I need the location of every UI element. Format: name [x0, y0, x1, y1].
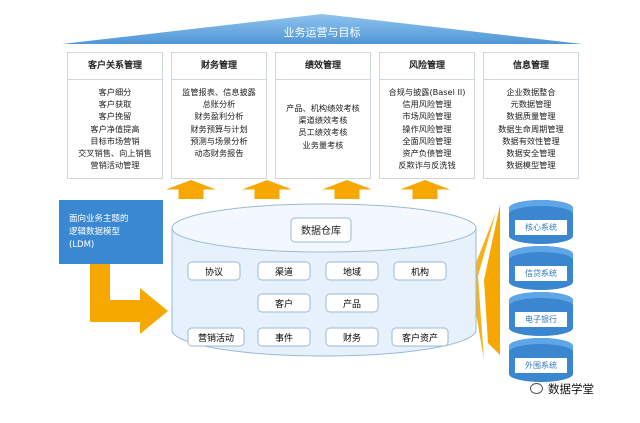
- source-system-label: 核心系统: [515, 220, 567, 235]
- warehouse-title-box: [290, 217, 352, 243]
- domain-title: 客户关系管理: [68, 53, 162, 80]
- up-arrow-icon: [400, 180, 450, 199]
- domain-item: 资产负债管理: [402, 148, 452, 159]
- domain-item: 交叉销售、向上销售: [78, 148, 152, 159]
- domain-item: 元数据管理: [510, 99, 552, 110]
- domain-title: 绩效管理: [276, 53, 370, 80]
- up-arrow-icon: [322, 180, 372, 199]
- source-system-core: 核心系统: [509, 200, 573, 244]
- domain-item: 目标市场营销: [90, 135, 140, 146]
- domain-item: 产品、机构绩效考核: [286, 103, 360, 113]
- warehouse-title: 数据仓库: [301, 224, 341, 237]
- domain-item: 财务预算与计划: [190, 123, 248, 134]
- subject-label: 营销活动: [198, 332, 234, 344]
- domain-finance: 财务管理 监管报表、信息披露 总账分析 财务盈利分析 财务预算与计划 预测与场景…: [171, 52, 267, 179]
- domain-item: 客户获取: [98, 99, 132, 110]
- wechat-icon: [530, 383, 543, 394]
- subject-box: 财务: [325, 327, 379, 347]
- ldm-label-line: 面向业务主题的: [69, 214, 129, 224]
- domain-item: 客户净值提高: [90, 123, 140, 134]
- subject-box: 事件: [257, 327, 311, 347]
- sources-arrow-icon: [484, 205, 500, 355]
- domain-item: 操作风险管理: [402, 123, 452, 134]
- subject-box: 客户: [257, 293, 311, 313]
- domain-performance: 绩效管理 产品、机构绩效考核 渠道绩效考核 员工绩效考核 业务量考核: [275, 52, 371, 179]
- subject-label: 渠道: [275, 266, 293, 278]
- domain-item: 营销活动管理: [90, 160, 140, 171]
- ldm-label-line: (LDM): [69, 240, 95, 250]
- domain-item: 信用风险管理: [402, 99, 452, 110]
- subject-box: 地域: [325, 261, 379, 281]
- domain-title: 信息管理: [484, 53, 578, 80]
- subject-label: 地域: [343, 266, 361, 278]
- subject-label: 客户资产: [402, 332, 438, 344]
- domain-item: 预测与场景分析: [190, 135, 248, 146]
- watermark: 数据学堂: [548, 382, 594, 396]
- subject-box: 渠道: [257, 261, 311, 281]
- domain-item: 反欺诈与反洗钱: [398, 160, 456, 171]
- up-arrow-icon: [242, 180, 292, 199]
- domain-item: 合规与披露(Basel II): [388, 87, 466, 97]
- source-system-peripheral: 外围系统: [509, 338, 573, 382]
- domain-item: 企业数据整合: [506, 87, 556, 97]
- goals-banner-label: 业务运营与目标: [283, 26, 361, 39]
- domain-item: 业务量考核: [302, 139, 344, 150]
- domain-crm: 客户关系管理 客户细分 客户获取 客户挽留 客户净值提高 目标市场营销 交叉销售…: [67, 52, 163, 179]
- domain-item: 数据有效性管理: [502, 135, 560, 146]
- source-system-label: 外围系统: [515, 358, 567, 373]
- domain-item: 市场风险管理: [402, 111, 452, 122]
- source-system-label: 信贷系统: [515, 266, 567, 281]
- domain-item: 客户细分: [98, 87, 132, 97]
- subject-box: 营销活动: [187, 327, 245, 347]
- domain-item: 员工绩效考核: [298, 127, 348, 138]
- ldm-label-line: 逻辑数据模型: [69, 227, 121, 237]
- domain-information: 信息管理 企业数据整合 元数据管理 数据质量管理 数据生命周期管理 数据有效性管…: [483, 52, 579, 179]
- domain-item: 动态财务报告: [194, 148, 244, 159]
- subject-box: 协议: [187, 261, 241, 281]
- domain-title: 风险管理: [380, 53, 474, 80]
- up-arrow-icon: [166, 180, 216, 199]
- source-system-credit: 信贷系统: [509, 246, 573, 290]
- cylinder-body: [171, 227, 477, 357]
- subject-box: 产品: [325, 293, 379, 313]
- domain-item: 数据生命周期管理: [498, 123, 564, 134]
- domain-item: 监管报表、信息披露: [182, 87, 256, 97]
- source-system-label: 电子银行: [515, 312, 567, 327]
- domain-item: 财务盈利分析: [194, 111, 244, 122]
- domain-item: 数据模型管理: [506, 160, 556, 171]
- subject-box: 客户资产: [391, 327, 449, 347]
- subject-label: 客户: [275, 298, 293, 310]
- source-system-ebank: 电子银行: [509, 292, 573, 336]
- domain-item: 渠道绩效考核: [298, 115, 348, 126]
- domain-item: 客户挽留: [98, 111, 132, 122]
- subject-label: 财务: [343, 332, 361, 344]
- subject-label: 机构: [411, 266, 429, 278]
- domain-item: 数据质量管理: [506, 111, 556, 122]
- domain-item: 总账分析: [202, 99, 236, 110]
- domain-title: 财务管理: [172, 53, 266, 80]
- domain-item: 数据安全管理: [506, 148, 556, 159]
- subject-label: 协议: [205, 266, 223, 278]
- ldm-box: 面向业务主题的 逻辑数据模型 (LDM): [59, 200, 163, 264]
- subject-label: 事件: [275, 332, 293, 344]
- subject-box: 机构: [393, 261, 447, 281]
- domain-item: 全面风险管理: [402, 135, 452, 146]
- ldm-to-warehouse-arrow-icon: [90, 264, 168, 334]
- subject-label: 产品: [343, 298, 361, 310]
- domain-risk: 风险管理 合规与披露(Basel II) 信用风险管理 市场风险管理 操作风险管…: [379, 52, 475, 179]
